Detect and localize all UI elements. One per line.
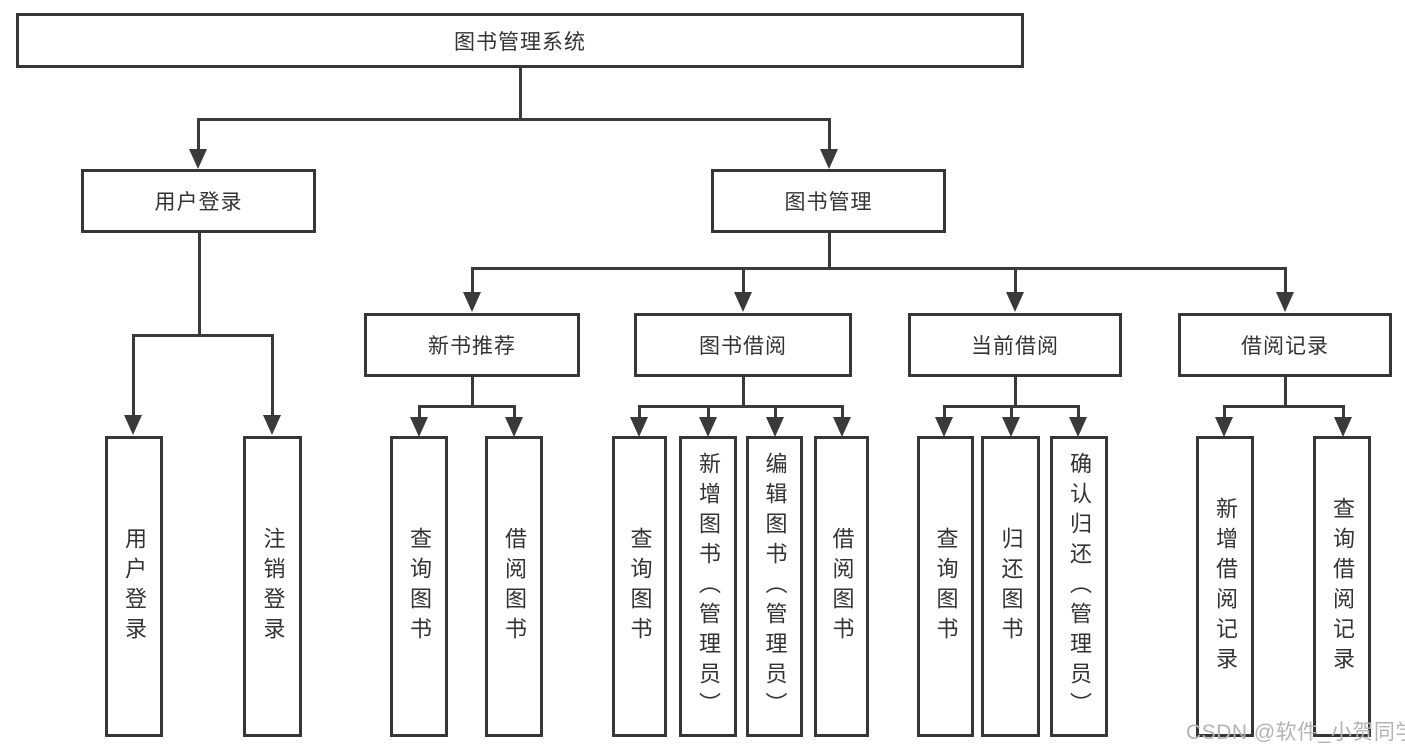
arrow-down-icon [833, 417, 851, 437]
arrow-down-icon [1069, 417, 1087, 437]
leaf-add-borrow-record: 新增借阅记录 [1196, 436, 1254, 737]
leaf-query-books-recommend-label: 查询图书 [407, 526, 432, 647]
arrow-down-icon [630, 417, 648, 437]
connector-line [271, 334, 274, 417]
leaf-return-book-label: 归还图书 [998, 526, 1024, 647]
connector-line [471, 377, 474, 408]
arrow-down-icon [935, 417, 953, 437]
node-book-management: 图书管理 [711, 169, 946, 233]
node-root: 图书管理系统 [16, 13, 1024, 68]
arrow-down-icon [820, 149, 838, 169]
arrow-down-icon [734, 292, 752, 312]
node-borrow-records: 借阅记录 [1178, 313, 1392, 377]
leaf-user-login: 用户登录 [105, 436, 163, 737]
arrow-down-icon [699, 417, 717, 437]
connector-line [1284, 377, 1287, 408]
leaf-edit-book-admin: 编辑图书（管理员） [746, 436, 803, 737]
node-user-login-label: 用户登录 [154, 191, 243, 214]
leaf-confirm-return-admin-label: 确认归还（管理员） [1067, 451, 1092, 722]
leaf-borrow-books-borrow: 借阅图书 [814, 436, 869, 737]
node-book-management-label: 图书管理 [784, 191, 873, 214]
node-book-borrow-label: 图书借阅 [699, 335, 787, 358]
node-new-book-recommend-label: 新书推荐 [428, 335, 516, 358]
connector-line [471, 267, 474, 294]
connector-line [1223, 405, 1226, 419]
connector-line [707, 405, 710, 419]
connector-line [1284, 267, 1287, 294]
connector-line [1014, 377, 1017, 408]
leaf-return-book: 归还图书 [981, 436, 1040, 737]
connector-line [198, 233, 201, 336]
arrow-down-icon [410, 417, 428, 437]
connector-line [132, 334, 274, 337]
leaf-confirm-return-admin: 确认归还（管理员） [1050, 436, 1108, 737]
leaf-query-borrow-record-label: 查询借阅记录 [1330, 496, 1355, 677]
leaf-borrow-books-recommend-label: 借阅图书 [502, 526, 527, 647]
leaf-query-books-current: 查询图书 [917, 436, 974, 737]
connector-line [132, 334, 135, 417]
connector-line [828, 118, 831, 151]
arrow-down-icon [505, 417, 523, 437]
connector-line [471, 267, 1287, 270]
connector-line [742, 267, 745, 294]
node-root-label: 图书管理系统 [454, 30, 586, 54]
leaf-add-book-admin: 新增图书（管理员） [679, 436, 737, 737]
leaf-borrow-books-borrow-label: 借阅图书 [829, 526, 855, 647]
arrow-down-icon [1006, 292, 1024, 312]
connector-line [1342, 405, 1345, 419]
connector-line [418, 405, 516, 408]
connector-line [197, 118, 831, 121]
connector-line [742, 377, 745, 408]
connector-line [1014, 267, 1017, 294]
connector-line [513, 405, 516, 419]
node-book-borrow: 图书借阅 [634, 313, 852, 377]
leaf-query-books-borrow: 查询图书 [612, 436, 667, 737]
connector-line [841, 405, 844, 419]
leaf-edit-book-admin-label: 编辑图书（管理员） [762, 451, 788, 722]
arrow-down-icon [766, 417, 784, 437]
arrow-down-icon [263, 415, 281, 435]
connector-line [774, 405, 777, 419]
node-new-book-recommend: 新书推荐 [364, 313, 580, 377]
node-current-borrow: 当前借阅 [908, 313, 1122, 377]
leaf-query-books-current-label: 查询图书 [933, 526, 959, 647]
connector-line [943, 405, 946, 419]
connector-line [1010, 405, 1013, 419]
leaf-query-books-borrow-label: 查询图书 [627, 526, 653, 647]
arrow-down-icon [189, 149, 207, 169]
connector-line [1077, 405, 1080, 419]
leaf-add-book-admin-label: 新增图书（管理员） [696, 451, 721, 722]
arrow-down-icon [124, 415, 142, 435]
connector-line [828, 233, 831, 270]
leaf-query-borrow-record: 查询借阅记录 [1313, 436, 1371, 737]
node-user-login: 用户登录 [81, 169, 316, 233]
arrow-down-icon [1276, 292, 1294, 312]
node-borrow-records-label: 借阅记录 [1241, 335, 1329, 358]
connector-line [519, 68, 522, 119]
arrow-down-icon [1002, 417, 1020, 437]
node-current-borrow-label: 当前借阅 [971, 335, 1059, 358]
leaf-borrow-books-recommend: 借阅图书 [485, 436, 543, 737]
connector-line [197, 118, 200, 151]
leaf-user-login-label: 用户登录 [122, 526, 147, 647]
connector-line [418, 405, 421, 419]
csdn-watermark: CSDN @软件_小贺同学 [1186, 721, 1405, 744]
connector-line [638, 405, 641, 419]
leaf-logout-label: 注销登录 [260, 526, 286, 647]
leaf-query-books-recommend: 查询图书 [390, 436, 448, 737]
connector-line [638, 405, 844, 408]
connector-line [1223, 405, 1345, 408]
leaf-add-borrow-record-label: 新增借阅记录 [1213, 496, 1238, 677]
arrow-down-icon [1334, 417, 1352, 437]
arrow-down-icon [463, 292, 481, 312]
leaf-logout: 注销登录 [243, 436, 302, 737]
arrow-down-icon [1215, 417, 1233, 437]
